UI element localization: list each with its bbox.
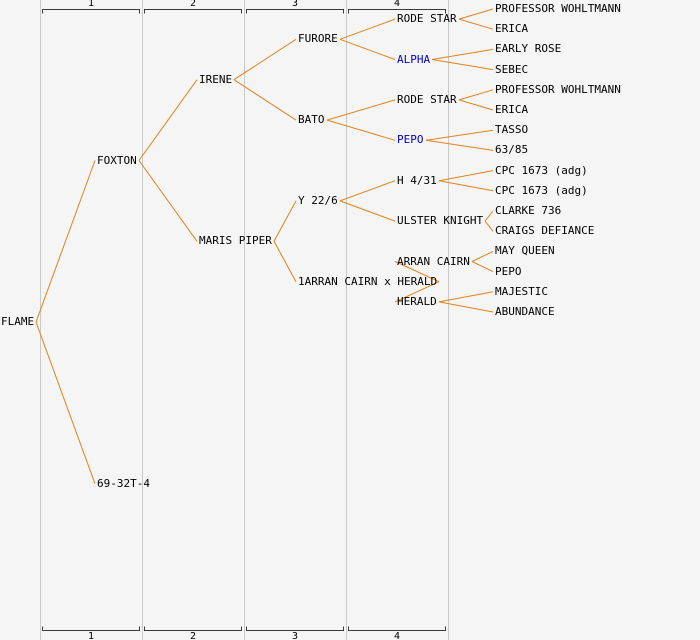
pedigree-node-furore: FURORE: [298, 32, 338, 45]
lineage-line: [339, 180, 396, 202]
lineage-line: [339, 38, 396, 60]
lineage-line: [484, 220, 494, 232]
pedigree-node-herald: HERALD: [397, 295, 437, 308]
pedigree-node-craigs-defiance: CRAIGS DEFIANCE: [495, 224, 595, 237]
pedigree-node-arran-cairn: ARRAN CAIRN: [397, 255, 470, 268]
pedigree-node-clarke-736: CLARKE 736: [495, 204, 562, 217]
pedigree-node-1arran-cairn-x-herald: 1ARRAN CAIRN x HERALD: [298, 275, 438, 288]
pedigree-node-abundance: ABUNDANCE: [495, 305, 555, 318]
pedigree-node-ulster-knight: ULSTER KNIGHT: [397, 214, 484, 227]
lineage-line: [458, 18, 494, 30]
pedigree-node-pepo: PEPO: [495, 265, 522, 278]
lineage-line: [471, 261, 494, 273]
pedigree-node-69-32t-4: 69-32T-4: [97, 477, 150, 490]
lineage-line: [438, 170, 494, 182]
pedigree-node-may-queen: MAY QUEEN: [495, 244, 555, 257]
pedigree-node-early-rose: EARLY ROSE: [495, 42, 562, 55]
lineage-line: [471, 250, 494, 262]
lineage-line: [273, 200, 297, 242]
pedigree-node-rode-star: RODE STAR: [397, 12, 457, 25]
pedigree-node-cpc-1673-adg-: CPC 1673 (adg): [495, 184, 588, 197]
lineage-line: [431, 59, 494, 71]
pedigree-node-irene: IRENE: [199, 73, 233, 86]
pedigree-node-foxton: FOXTON: [97, 154, 137, 167]
lineage-line: [484, 210, 494, 222]
generation-number-top: 3: [291, 0, 299, 9]
lineage-line: [233, 79, 297, 121]
pedigree-node-alpha[interactable]: ALPHA: [397, 53, 431, 66]
generation-number-bottom: 4: [393, 631, 401, 640]
pedigree-node-erica: ERICA: [495, 22, 529, 35]
lineage-line: [438, 180, 494, 192]
lineage-line: [458, 8, 494, 20]
lineage-line: [425, 129, 494, 141]
lineage-line: [458, 89, 494, 101]
lineage-line: [273, 241, 297, 282]
lineage-line: [438, 301, 494, 313]
generation-number-top: 1: [87, 0, 95, 9]
pedigree-node-professor-wohltmann: PROFESSOR WOHLTMANN: [495, 83, 621, 96]
lineage-line: [394, 261, 440, 283]
pedigree-node-majestic: MAJESTIC: [495, 285, 548, 298]
pedigree-node-cpc-1673-adg-: CPC 1673 (adg): [495, 164, 588, 177]
pedigree-node-h-4-31: H 4/31: [397, 174, 437, 187]
pedigree-node-flame: FLAME: [1, 315, 35, 328]
generation-number-top: 2: [189, 0, 197, 9]
pedigree-node-tasso: TASSO: [495, 123, 529, 136]
pedigree-node-erica: ERICA: [495, 103, 529, 116]
pedigree-node-sebec: SEBEC: [495, 63, 529, 76]
lineage-line: [458, 99, 494, 111]
pedigree-node-maris-piper: MARIS PIPER: [199, 234, 272, 247]
generation-number-top: 4: [393, 0, 401, 9]
lineage-line: [326, 119, 396, 141]
lineage-line: [233, 38, 297, 81]
lineage-line: [339, 18, 396, 40]
lineage-line: [138, 79, 198, 161]
lineage-line: [35, 160, 96, 323]
generation-number-bottom: 2: [189, 631, 197, 640]
pedigree-node-professor-wohltmann: PROFESSOR WOHLTMANN: [495, 2, 621, 15]
lineage-line: [438, 291, 494, 303]
pedigree-node-bato: BATO: [298, 113, 325, 126]
lineage-line: [326, 99, 396, 121]
pedigree-node-y-22-6: Y 22/6: [298, 194, 338, 207]
lineage-line: [138, 160, 198, 242]
lineage-line: [339, 200, 396, 222]
pedigree-node-pepo[interactable]: PEPO: [397, 133, 424, 146]
lineage-line: [431, 48, 494, 60]
lineage-line: [425, 139, 494, 151]
lineage-line: [394, 281, 440, 303]
generation-number-bottom: 1: [87, 631, 95, 640]
pedigree-node-rode-star: RODE STAR: [397, 93, 457, 106]
lineage-line: [35, 321, 96, 484]
generation-number-bottom: 3: [291, 631, 299, 640]
pedigree-node-63-85: 63/85: [495, 143, 529, 156]
